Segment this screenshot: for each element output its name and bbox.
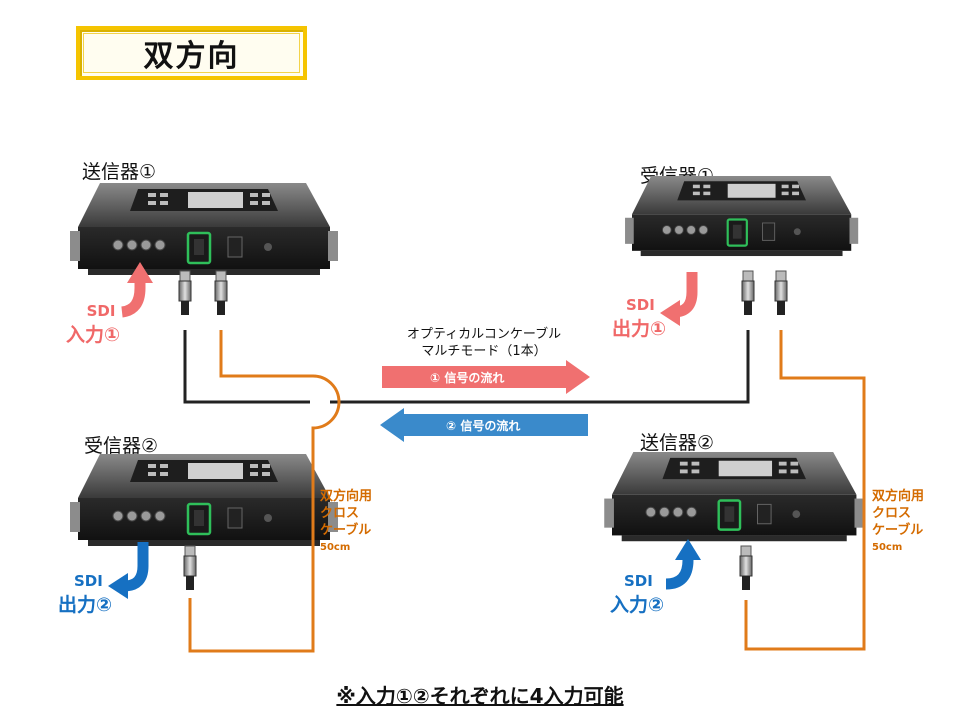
sdi-in-2-sdi: SDI xyxy=(624,572,653,590)
transmitter-2-device xyxy=(603,450,866,543)
flow-1-label: ① 信号の流れ xyxy=(430,371,505,385)
cross-cable-left-line2: クロス xyxy=(320,506,360,521)
transmitter-1-device xyxy=(68,181,340,277)
arrow-sdi-in-1 xyxy=(120,262,153,318)
page-title: 双方向 xyxy=(83,33,300,74)
cross-cable-right-label: 双方向用 クロス ケーブル 50cm xyxy=(872,488,924,556)
arrow-sdi-out-1 xyxy=(660,272,698,326)
receiver-2-device xyxy=(68,452,340,548)
optical-cable xyxy=(183,330,750,404)
connector-rx1-a xyxy=(741,270,755,316)
footnote: ※入力①②それぞれに4入力可能 xyxy=(0,680,960,709)
sdi-in-1-label: SDI 入力① xyxy=(66,302,120,347)
cross-cable-right-line2: クロス xyxy=(872,506,912,521)
sdi-in-1-sdi: SDI xyxy=(86,302,116,320)
arrow-sdi-in-2 xyxy=(665,539,701,590)
sdi-in-2-text: 入力② xyxy=(610,594,665,616)
connector-rx2 xyxy=(183,545,197,591)
arrow-sdi-out-2 xyxy=(108,542,149,599)
sdi-in-2-label: SDI 入力② xyxy=(610,572,664,617)
sdi-out-2-text: 出力② xyxy=(58,594,113,616)
cross-cable-left-length: 50cm xyxy=(320,542,351,553)
footnote-text: ※入力①②それぞれに4入力可能 xyxy=(336,684,624,708)
cross-cable-left-line3: ケーブル xyxy=(320,523,372,538)
connector-tx1-b xyxy=(214,270,228,316)
cross-cable-right-length: 50cm xyxy=(872,542,903,553)
cross-cable-left-line1: 双方向用 xyxy=(320,489,373,504)
connector-tx2 xyxy=(739,545,753,591)
flow-2-label: ② 信号の流れ xyxy=(446,419,521,433)
cross-cable-left xyxy=(188,330,341,653)
flow-arrow-2 xyxy=(380,408,588,442)
optical-cable-line2: マルチモード（1本） xyxy=(421,344,547,359)
sdi-out-2-sdi: SDI xyxy=(74,572,103,590)
cross-cable-right-line1: 双方向用 xyxy=(872,489,925,504)
sdi-out-2-label: SDI 出力② xyxy=(58,572,112,617)
sdi-in-1-text: 入力① xyxy=(66,324,121,346)
title-box: 双方向 xyxy=(76,26,307,80)
sdi-out-1-sdi: SDI xyxy=(626,296,655,314)
cross-cable-right-line3: ケーブル xyxy=(872,523,924,538)
label-transmitter-1: 送信器① xyxy=(82,161,157,183)
connector-tx1-a xyxy=(178,270,192,316)
sdi-out-1-label: SDI 出力① xyxy=(612,296,666,341)
sdi-out-1-text: 出力① xyxy=(612,318,667,340)
optical-cable-line1: オプティカルコンケーブル xyxy=(406,327,562,342)
flow-arrow-1 xyxy=(382,360,590,394)
receiver-1-device xyxy=(623,174,860,258)
optical-cable-label: オプティカルコンケーブル マルチモード（1本） xyxy=(396,326,572,360)
cross-cable-right xyxy=(744,330,866,651)
connector-rx1-b xyxy=(774,270,788,316)
cross-cable-left-label: 双方向用 クロス ケーブル 50cm xyxy=(320,488,372,556)
label-receiver-2: 受信器② xyxy=(84,435,159,457)
label-transmitter-2: 送信器② xyxy=(640,432,715,454)
